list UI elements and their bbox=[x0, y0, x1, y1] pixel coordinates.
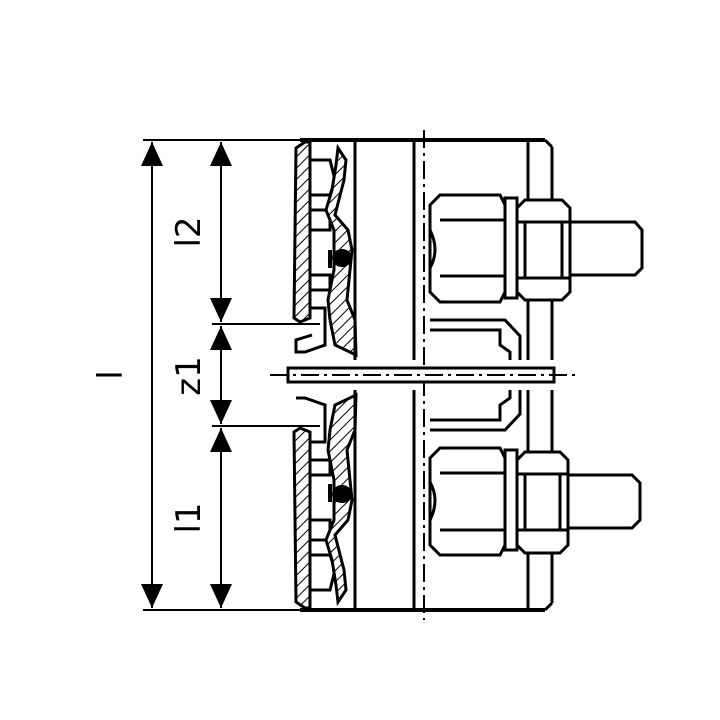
dimension-total: l bbox=[91, 139, 300, 611]
label-lower: l1 bbox=[169, 502, 209, 533]
divider-plate bbox=[286, 366, 556, 384]
washer-upper bbox=[503, 196, 519, 300]
nut-lower bbox=[515, 450, 570, 555]
bolt-upper bbox=[428, 193, 644, 304]
label-gap: z1 bbox=[169, 356, 209, 395]
sleeve-lower-section bbox=[292, 426, 312, 610]
arrow-gap-bottom bbox=[210, 400, 232, 424]
dimension-upper: l2 bbox=[169, 142, 232, 322]
arrow-lower-top bbox=[210, 428, 232, 452]
o-ring-upper bbox=[332, 249, 352, 267]
label-total: l bbox=[91, 370, 131, 379]
arrow-gap-top bbox=[210, 326, 232, 350]
washer-lower bbox=[503, 448, 519, 552]
bolt-lower-body bbox=[428, 446, 507, 557]
arrow-lower-bottom bbox=[210, 584, 232, 608]
sleeve-upper-section bbox=[292, 140, 312, 324]
arrow-total-bottom bbox=[141, 584, 163, 608]
o-ring-lower bbox=[332, 485, 352, 503]
arrow-upper-bottom bbox=[210, 298, 232, 322]
bolt-upper-body bbox=[428, 193, 507, 304]
bolt-lower bbox=[428, 446, 642, 557]
arrow-total-top bbox=[141, 142, 163, 166]
nut-upper bbox=[515, 198, 572, 302]
arrow-upper-top bbox=[210, 142, 232, 166]
dimension-gap: z1 bbox=[169, 323, 320, 427]
dimension-lower: l1 bbox=[169, 428, 232, 608]
bolt-lower-shaft bbox=[566, 473, 642, 530]
bolt-upper-shaft bbox=[568, 220, 644, 277]
label-upper: l2 bbox=[169, 216, 209, 247]
